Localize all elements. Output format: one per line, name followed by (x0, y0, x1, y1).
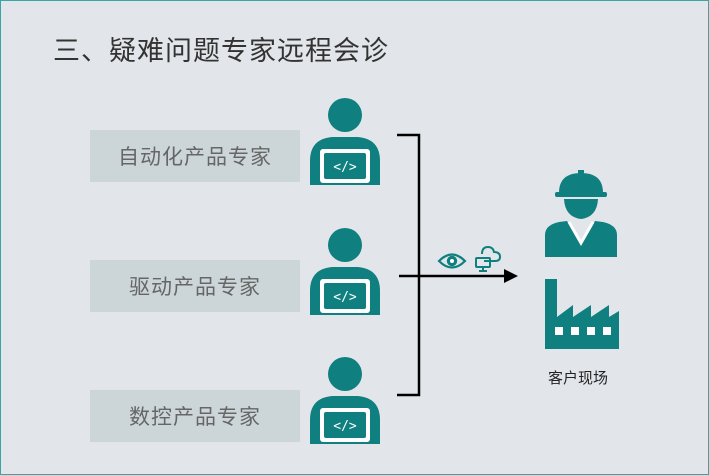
expert-box-automation: 自动化产品专家 (90, 130, 300, 182)
svg-text:</>: </> (333, 290, 357, 305)
arrow-head (504, 269, 518, 283)
worker-hard-hat-icon (545, 170, 617, 257)
factory-icon (545, 279, 619, 349)
expert-box-cnc: 数控产品专家 (90, 390, 300, 442)
expert-box-drive: 驱动产品专家 (90, 260, 300, 312)
eye-icon (437, 253, 467, 269)
developer-at-laptop-icon: </> (310, 98, 380, 185)
customer-site-label: 客户现场 (548, 370, 609, 387)
svg-text:</>: </> (333, 160, 357, 175)
page-title: 三、疑难问题专家远程会诊 (53, 36, 389, 67)
developer-at-laptop-icon: </> (310, 228, 380, 315)
svg-text:</>: </> (333, 419, 357, 434)
developer-at-laptop-icon: </> (310, 357, 380, 444)
cloud-computer-icon (475, 245, 502, 272)
